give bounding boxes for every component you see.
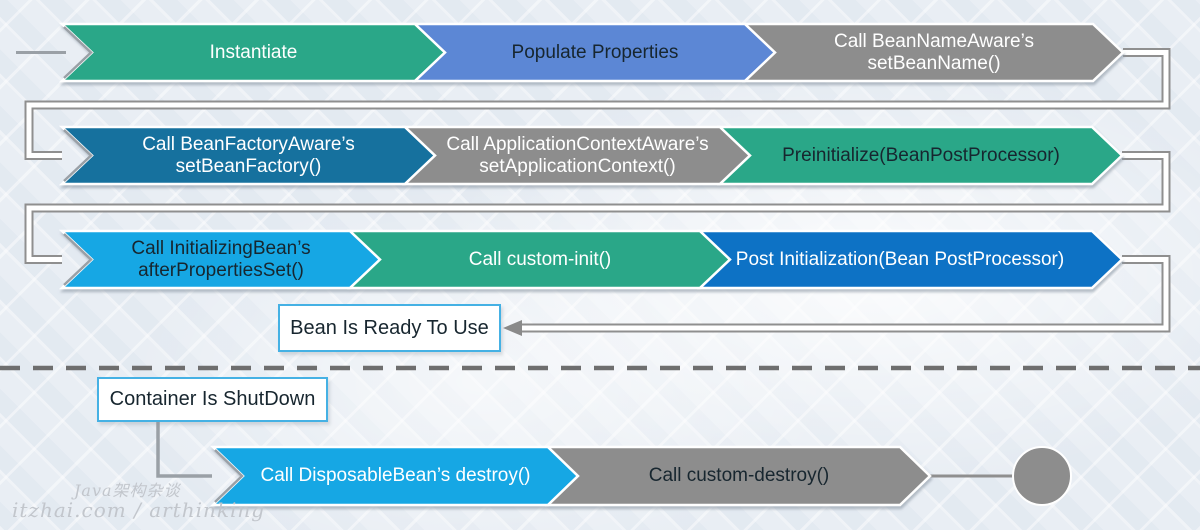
arrow-post-initialization [696,229,1124,290]
arrow-populate-properties [411,22,777,83]
arrow-set-application-context [401,125,752,186]
connector-row3-to-bean-ready [516,255,1171,333]
arrow-custom-destroy [544,445,932,507]
arrow-instantiate [58,22,447,83]
arrow-set-bean-name [741,22,1125,83]
connector-shutdown-to-destroy [156,421,212,478]
container-shutdown-box: Container Is ShutDown [97,377,328,422]
arrow-preinitialize [716,125,1124,186]
arrow-after-properties-set [58,229,382,290]
arrow-custom-init [346,229,732,290]
arrow-set-bean-factory [58,125,437,186]
connector-row2-to-row3 [24,151,1171,264]
bean-ready-arrowhead [503,320,522,336]
arrow-disposable-destroy [209,445,580,507]
bean-ready-box: Bean Is Ready To Use [278,304,501,352]
notch-markers [63,26,244,503]
connector-row1-to-row2 [24,48,1171,160]
end-terminator-circle [1012,446,1072,506]
